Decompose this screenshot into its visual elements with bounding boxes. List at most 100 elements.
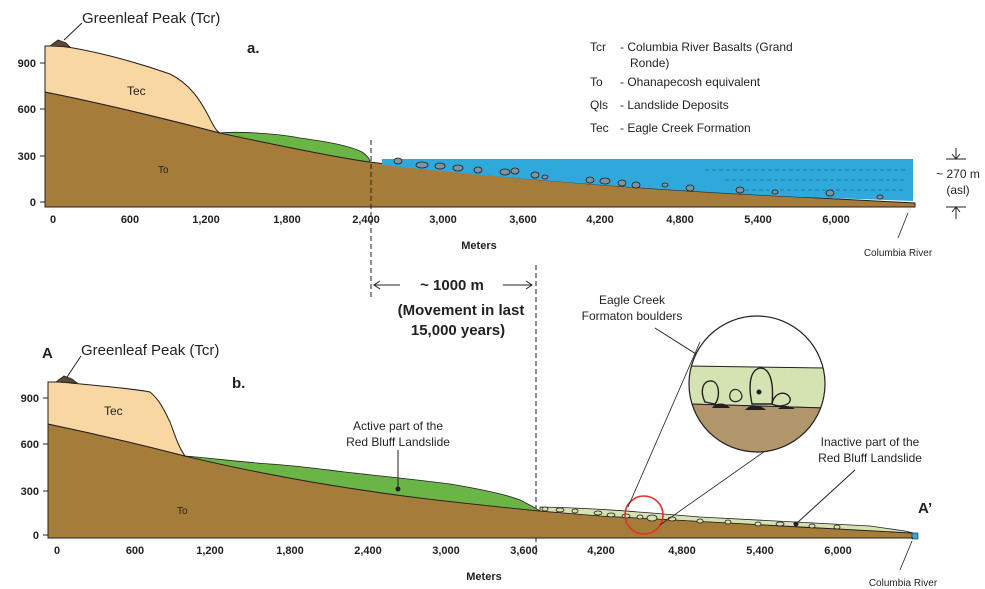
x-tick: 5,400 (746, 545, 774, 557)
panel-b-river-marker (911, 532, 919, 540)
boulders-label-line1: Eagle Creek (599, 293, 666, 307)
boulder (585, 176, 595, 184)
panel-a-x-tick-labels: 0 600 1,200 1,800 2,400 3,000 3,600 4,20… (50, 214, 850, 226)
x-tick: 1,800 (276, 545, 304, 557)
boulder (775, 521, 785, 527)
panel-b-axes (43, 382, 49, 538)
x-tick: 3,600 (509, 214, 537, 226)
movement-distance: ~ 1000 m (420, 277, 484, 294)
boulder (696, 518, 704, 524)
panel-a-water-level-note: (asl) (946, 183, 969, 197)
panel-b-tec-label: Tec (104, 404, 123, 418)
panel-a-water-level: ~ 270 m (936, 167, 980, 181)
boulder (646, 514, 658, 522)
x-tick: 2,400 (354, 545, 382, 557)
panel-b-river-label: Columbia River (869, 578, 938, 589)
panel-b-x-axis-label: Meters (466, 571, 501, 583)
panel-b-peak-label: Greenleaf Peak (Tcr) (81, 342, 219, 359)
panel-a-basalt-cap (48, 39, 72, 48)
highlight-circle (624, 495, 664, 535)
panel-b-to-label: To (177, 506, 188, 517)
panel-a-water-ripples (705, 169, 905, 191)
legend-code: Tec (590, 121, 609, 135)
y-tick: 600 (21, 439, 39, 451)
x-tick: 4,800 (666, 214, 694, 226)
legend-desc: - Landslide Deposits (620, 98, 729, 112)
boulder (473, 166, 483, 174)
x-tick: 0 (50, 214, 56, 226)
y-tick: 600 (18, 104, 36, 116)
panel-a: 900 600 300 0 0 600 1,200 1,800 2,400 3,… (18, 10, 980, 259)
movement-annotation: ~ 1000 m (Movement in last 15,000 years) (370, 140, 537, 555)
section-end-label: A’ (918, 500, 932, 517)
boulder (631, 181, 641, 189)
section-start-label: A (42, 345, 53, 362)
boulder (599, 177, 611, 185)
panel-b-active-landslide (184, 455, 541, 512)
y-tick: 900 (18, 58, 36, 70)
boulder (808, 523, 816, 529)
x-tick: 1,200 (196, 545, 224, 557)
boulder (636, 514, 644, 520)
panel-a-landslide-boulders (393, 157, 884, 200)
boulder (735, 186, 745, 194)
boulder (593, 510, 603, 516)
boulder (606, 512, 616, 518)
boulder (661, 182, 669, 188)
boulder (617, 179, 627, 187)
magnified-inset (688, 315, 826, 453)
x-tick: 3,000 (432, 545, 460, 557)
movement-note-line1: (Movement in last (398, 302, 525, 319)
x-tick: 1,200 (192, 214, 220, 226)
legend-code: Tcr (590, 40, 606, 54)
boulder (754, 521, 762, 527)
boulder (685, 184, 695, 192)
boulder (530, 171, 540, 179)
panel-b-basalt-cap (54, 375, 79, 384)
panel-a-axes (40, 46, 46, 207)
active-landslide-label-line2: Red Bluff Landslide (346, 435, 450, 449)
boulder (434, 162, 446, 170)
legend-desc: Ronde) (630, 56, 669, 70)
panel-a-letter: a. (247, 40, 260, 57)
panel-b: 900 600 300 0 0 600 1,200 1,800 2,400 3,… (21, 293, 938, 589)
y-tick: 300 (18, 151, 36, 163)
boulder (771, 189, 779, 195)
panel-b-unit-tec (47, 381, 187, 457)
panel-a-to-label: To (158, 165, 169, 176)
legend-desc: - Ohanapecosh equivalent (620, 75, 761, 89)
legend-desc: - Columbia River Basalts (Grand (620, 40, 793, 54)
boulder (555, 507, 565, 513)
panel-b-y-tick-labels: 900 600 300 0 (21, 393, 39, 542)
boulder (393, 157, 403, 165)
boulder (541, 174, 549, 180)
x-tick: 1,800 (273, 214, 301, 226)
legend: Tcr - Columbia River Basalts (Grand Rond… (590, 40, 793, 135)
boulder (621, 513, 631, 519)
boulder (452, 164, 464, 172)
legend-code: To (590, 75, 603, 89)
panel-a-y-tick-labels: 900 600 300 0 (18, 58, 36, 209)
boulder (724, 519, 732, 525)
boulder (541, 506, 549, 512)
x-tick: 6,000 (824, 545, 852, 557)
active-landslide-label-line1: Active part of the (353, 419, 443, 433)
boulder (825, 189, 835, 197)
x-tick: 0 (54, 545, 60, 557)
y-tick: 900 (21, 393, 39, 405)
boulders-label-line2: Formaton boulders (582, 309, 683, 323)
movement-note-line2: 15,000 years) (411, 322, 505, 339)
panel-b-landslide-boulders (541, 506, 841, 530)
boulder (510, 167, 520, 175)
panel-a-landslide-green (219, 131, 371, 163)
panel-a-water-level-indicator (946, 148, 966, 219)
x-tick: 600 (121, 214, 139, 226)
y-tick: 0 (33, 530, 39, 542)
panel-a-tec-label: Tec (127, 84, 146, 98)
y-tick: 300 (21, 486, 39, 498)
boulder (499, 168, 511, 176)
x-tick: 3,000 (429, 214, 457, 226)
boulder (876, 194, 884, 200)
panel-a-peak-label: Greenleaf Peak (Tcr) (82, 10, 220, 27)
